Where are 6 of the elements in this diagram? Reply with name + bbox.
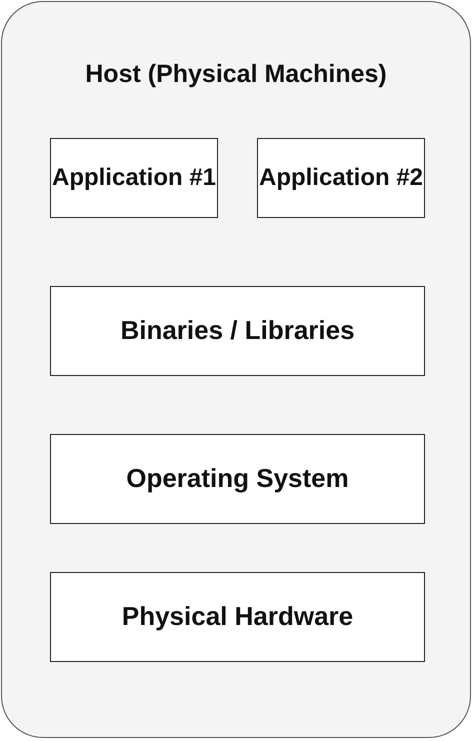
layer-box: Physical Hardware bbox=[50, 572, 425, 662]
container-title: Host (Physical Machines) bbox=[84, 60, 388, 89]
layer-box: Application #2 bbox=[257, 138, 425, 218]
layer-box: Operating System bbox=[50, 434, 425, 524]
layer-box: Application #1 bbox=[50, 138, 218, 218]
layer-box: Binaries / Libraries bbox=[50, 286, 425, 376]
